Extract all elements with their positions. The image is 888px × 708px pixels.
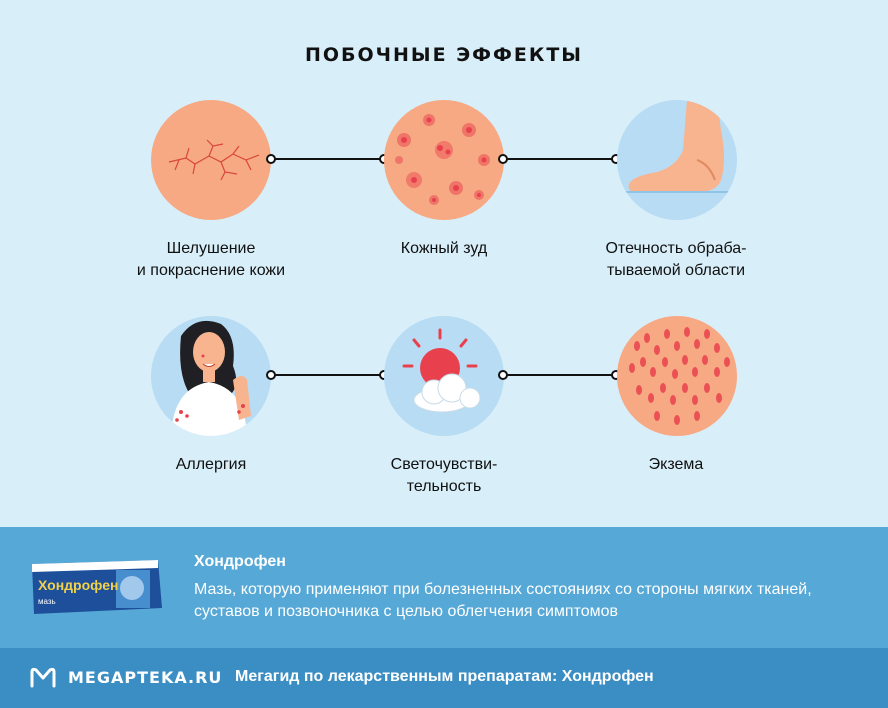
brand-name[interactable]: MEGAPTEKA.RU xyxy=(68,668,223,687)
swollen-foot-icon xyxy=(617,100,737,220)
connector-dot xyxy=(498,370,508,380)
connector-dot xyxy=(266,154,276,164)
megapteka-logo-icon[interactable] xyxy=(30,666,56,688)
effect-label-line-1: Кожный зуд xyxy=(400,240,488,257)
effect-label: Светочувстви- тельность xyxy=(334,454,554,498)
itchy-skin-icon xyxy=(384,100,504,220)
effect-label-line-1: Аллергия xyxy=(175,456,247,473)
sun-cloud-icon xyxy=(384,316,504,436)
connector-dot xyxy=(266,370,276,380)
effect-label: Экзема xyxy=(566,454,786,476)
connector-line xyxy=(271,374,384,376)
effect-label-line-1: Шелушение xyxy=(166,240,256,257)
effect-label: Отечность обраба- тываемой области xyxy=(566,238,786,282)
effect-label-line-1: Светочувстви- xyxy=(390,456,498,473)
product-package-image: Хондрофен мазь xyxy=(26,560,164,616)
effect-label-line-1: Отечность обраба- xyxy=(605,240,747,257)
effect-label-line-1: Экзема xyxy=(648,456,704,473)
effect-label: Кожный зуд xyxy=(334,238,554,260)
page-title: ПОБОЧНЫЕ ЭФФЕКТЫ xyxy=(304,44,583,66)
connector-dot xyxy=(498,154,508,164)
effect-label-line-2: тельность xyxy=(406,478,482,495)
cracked-skin-icon xyxy=(151,100,271,220)
package-brand-text: Хондрофен xyxy=(38,577,118,593)
eczema-skin-icon xyxy=(617,316,737,436)
connector-line xyxy=(271,158,384,160)
connector-line xyxy=(503,158,616,160)
footer-caption: Мегагид по лекарственным препаратам: Хон… xyxy=(235,668,654,685)
effect-label-line-2: и покраснение кожи xyxy=(136,262,286,279)
effect-label: Шелушение и покраснение кожи xyxy=(101,238,321,282)
allergic-woman-icon xyxy=(151,316,271,436)
effect-label-line-2: тываемой области xyxy=(606,262,746,279)
product-name: Хондрофен xyxy=(194,553,286,570)
connector-line xyxy=(503,374,616,376)
product-description: Мазь, которую применяют при болезненных … xyxy=(194,581,812,620)
package-form-text: мазь xyxy=(38,597,56,606)
footer xyxy=(0,648,888,708)
effect-label: Аллергия xyxy=(101,454,321,476)
